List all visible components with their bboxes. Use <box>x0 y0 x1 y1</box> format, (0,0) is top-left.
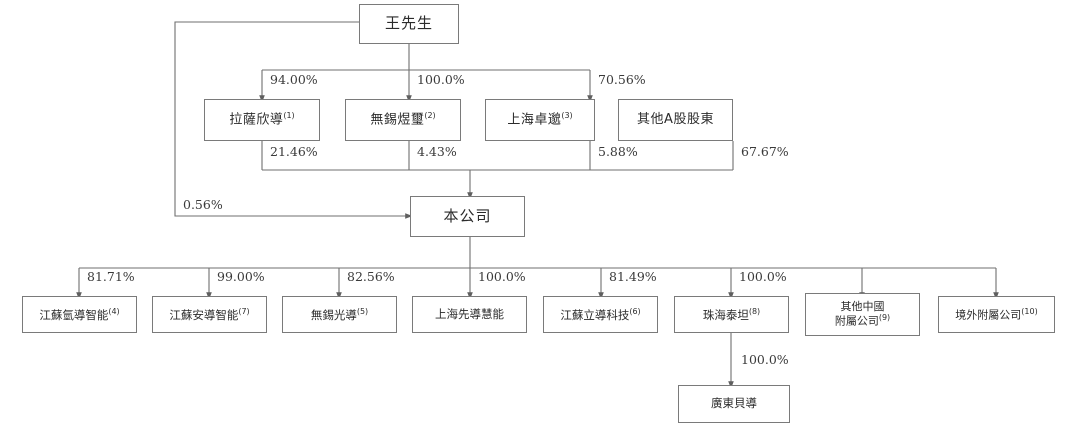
pct-other-a-company: 67.67% <box>741 144 789 159</box>
pct-company-wuxi-gd: 82.56% <box>347 269 395 284</box>
pct-company-js-andao: 99.00% <box>217 269 265 284</box>
node-shanghai-xiandao-huineng[interactable]: 上海先導慧能 <box>412 296 527 333</box>
node-wuxi-yuxi-label: 無錫煜璽(2) <box>370 111 436 128</box>
node-overseas-subsidiaries-footnote: (10) <box>1021 306 1038 316</box>
node-other-china-subsidiaries[interactable]: 其他中國 附屬公司(9) <box>805 293 920 336</box>
node-jiangsu-lidao-label: 江蘇立導科技(6) <box>560 306 641 322</box>
node-zhuhai-titan-label: 珠海泰坦(8) <box>702 306 761 322</box>
node-shanghai-zhuomiao-label: 上海卓邈(3) <box>507 111 573 128</box>
node-zhuhai-titan-footnote: (8) <box>748 306 761 316</box>
node-other-a-shareholders[interactable]: 其他A股股東 <box>618 99 733 141</box>
pct-company-zh-taitan: 100.0% <box>739 269 787 284</box>
pct-wang-lasa: 94.00% <box>270 72 318 87</box>
pct-lasa-company: 21.46% <box>270 144 318 159</box>
pct-company-js-qingdao: 81.71% <box>87 269 135 284</box>
node-lasa[interactable]: 拉薩欣導(1) <box>204 99 320 141</box>
pct-zh-taitan-gd-beidao: 100.0% <box>741 352 789 367</box>
node-jiangsu-andao-footnote: (7) <box>238 306 250 316</box>
node-shanghai-xiandao-huineng-label: 上海先導慧能 <box>435 306 504 321</box>
node-wuxi-guangdao-footnote: (5) <box>356 306 369 316</box>
node-jiangsu-lidao-footnote: (6) <box>629 306 641 316</box>
node-wuxi-guangdao-label: 無錫光導(5) <box>310 306 369 322</box>
node-wuxi-yuxi[interactable]: 無錫煜璽(2) <box>345 99 461 141</box>
pct-wuxi-yuxi-company: 4.43% <box>417 144 457 159</box>
pct-wang-wuxi-yuxi: 100.0% <box>417 72 465 87</box>
pct-wang-company: 0.56% <box>183 197 223 212</box>
node-jiangsu-qingdao-footnote: (4) <box>108 306 120 316</box>
node-shanghai-zhuomiao-footnote: (3) <box>561 111 573 121</box>
pct-shanghai-zm-company: 5.88% <box>598 144 638 159</box>
node-company-label: 本公司 <box>443 206 492 225</box>
node-guangdong-beidao[interactable]: 廣東貝導 <box>678 385 790 423</box>
node-lasa-footnote: (1) <box>283 111 295 121</box>
node-jiangsu-andao-label: 江蘇安導智能(7) <box>169 306 250 322</box>
node-jiangsu-andao[interactable]: 江蘇安導智能(7) <box>152 296 267 333</box>
node-shanghai-zhuomiao[interactable]: 上海卓邈(3) <box>485 99 595 141</box>
node-lasa-label: 拉薩欣導(1) <box>229 111 295 128</box>
node-jiangsu-qingdao[interactable]: 江蘇氫導智能(4) <box>22 296 137 333</box>
pct-company-js-lidao: 81.49% <box>609 269 657 284</box>
node-jiangsu-qingdao-label: 江蘇氫導智能(4) <box>39 306 120 322</box>
pct-company-sh-xdhn: 100.0% <box>478 269 526 284</box>
node-other-a-shareholders-label: 其他A股股東 <box>637 111 714 127</box>
node-other-china-subsidiaries-footnote: (9) <box>878 313 891 323</box>
node-overseas-subsidiaries[interactable]: 境外附屬公司(10) <box>938 296 1055 333</box>
node-guangdong-beidao-label: 廣東貝導 <box>711 396 757 411</box>
node-wuxi-guangdao[interactable]: 無錫光導(5) <box>282 296 397 333</box>
pct-wang-shanghai-zm: 70.56% <box>598 72 646 87</box>
node-jiangsu-lidao[interactable]: 江蘇立導科技(6) <box>543 296 658 333</box>
node-zhuhai-titan[interactable]: 珠海泰坦(8) <box>674 296 789 333</box>
node-company[interactable]: 本公司 <box>410 196 525 237</box>
node-wang-label: 王先生 <box>384 14 433 33</box>
node-wang[interactable]: 王先生 <box>359 4 459 44</box>
node-other-china-subsidiaries-label: 其他中國 附屬公司(9) <box>834 299 891 328</box>
node-wuxi-yuxi-footnote: (2) <box>424 111 436 121</box>
node-overseas-subsidiaries-label: 境外附屬公司(10) <box>955 306 1038 322</box>
